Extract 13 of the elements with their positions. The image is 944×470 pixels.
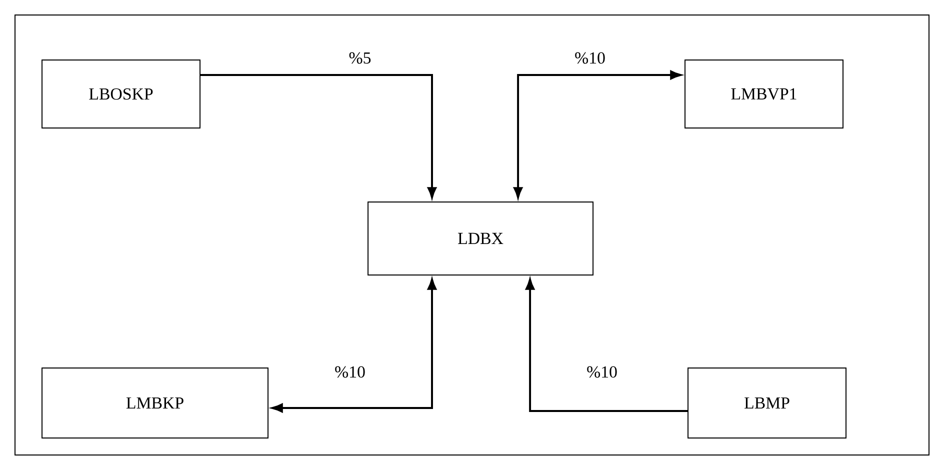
edge-label: %10	[585, 364, 619, 380]
edge-label: %5	[347, 50, 373, 66]
arrow	[526, 278, 688, 412]
arrow	[272, 278, 436, 412]
process-box: LMBKP	[42, 368, 268, 438]
arrow	[200, 74, 436, 198]
edge-label: %10	[573, 50, 607, 66]
process-box: LBMP	[688, 368, 846, 438]
arrow	[514, 70, 682, 198]
process-box: LBOSKP	[42, 60, 200, 128]
edge-label: %10	[333, 364, 367, 380]
process-box: LDBX	[368, 201, 594, 276]
process-box: LMBVP1	[684, 60, 844, 128]
